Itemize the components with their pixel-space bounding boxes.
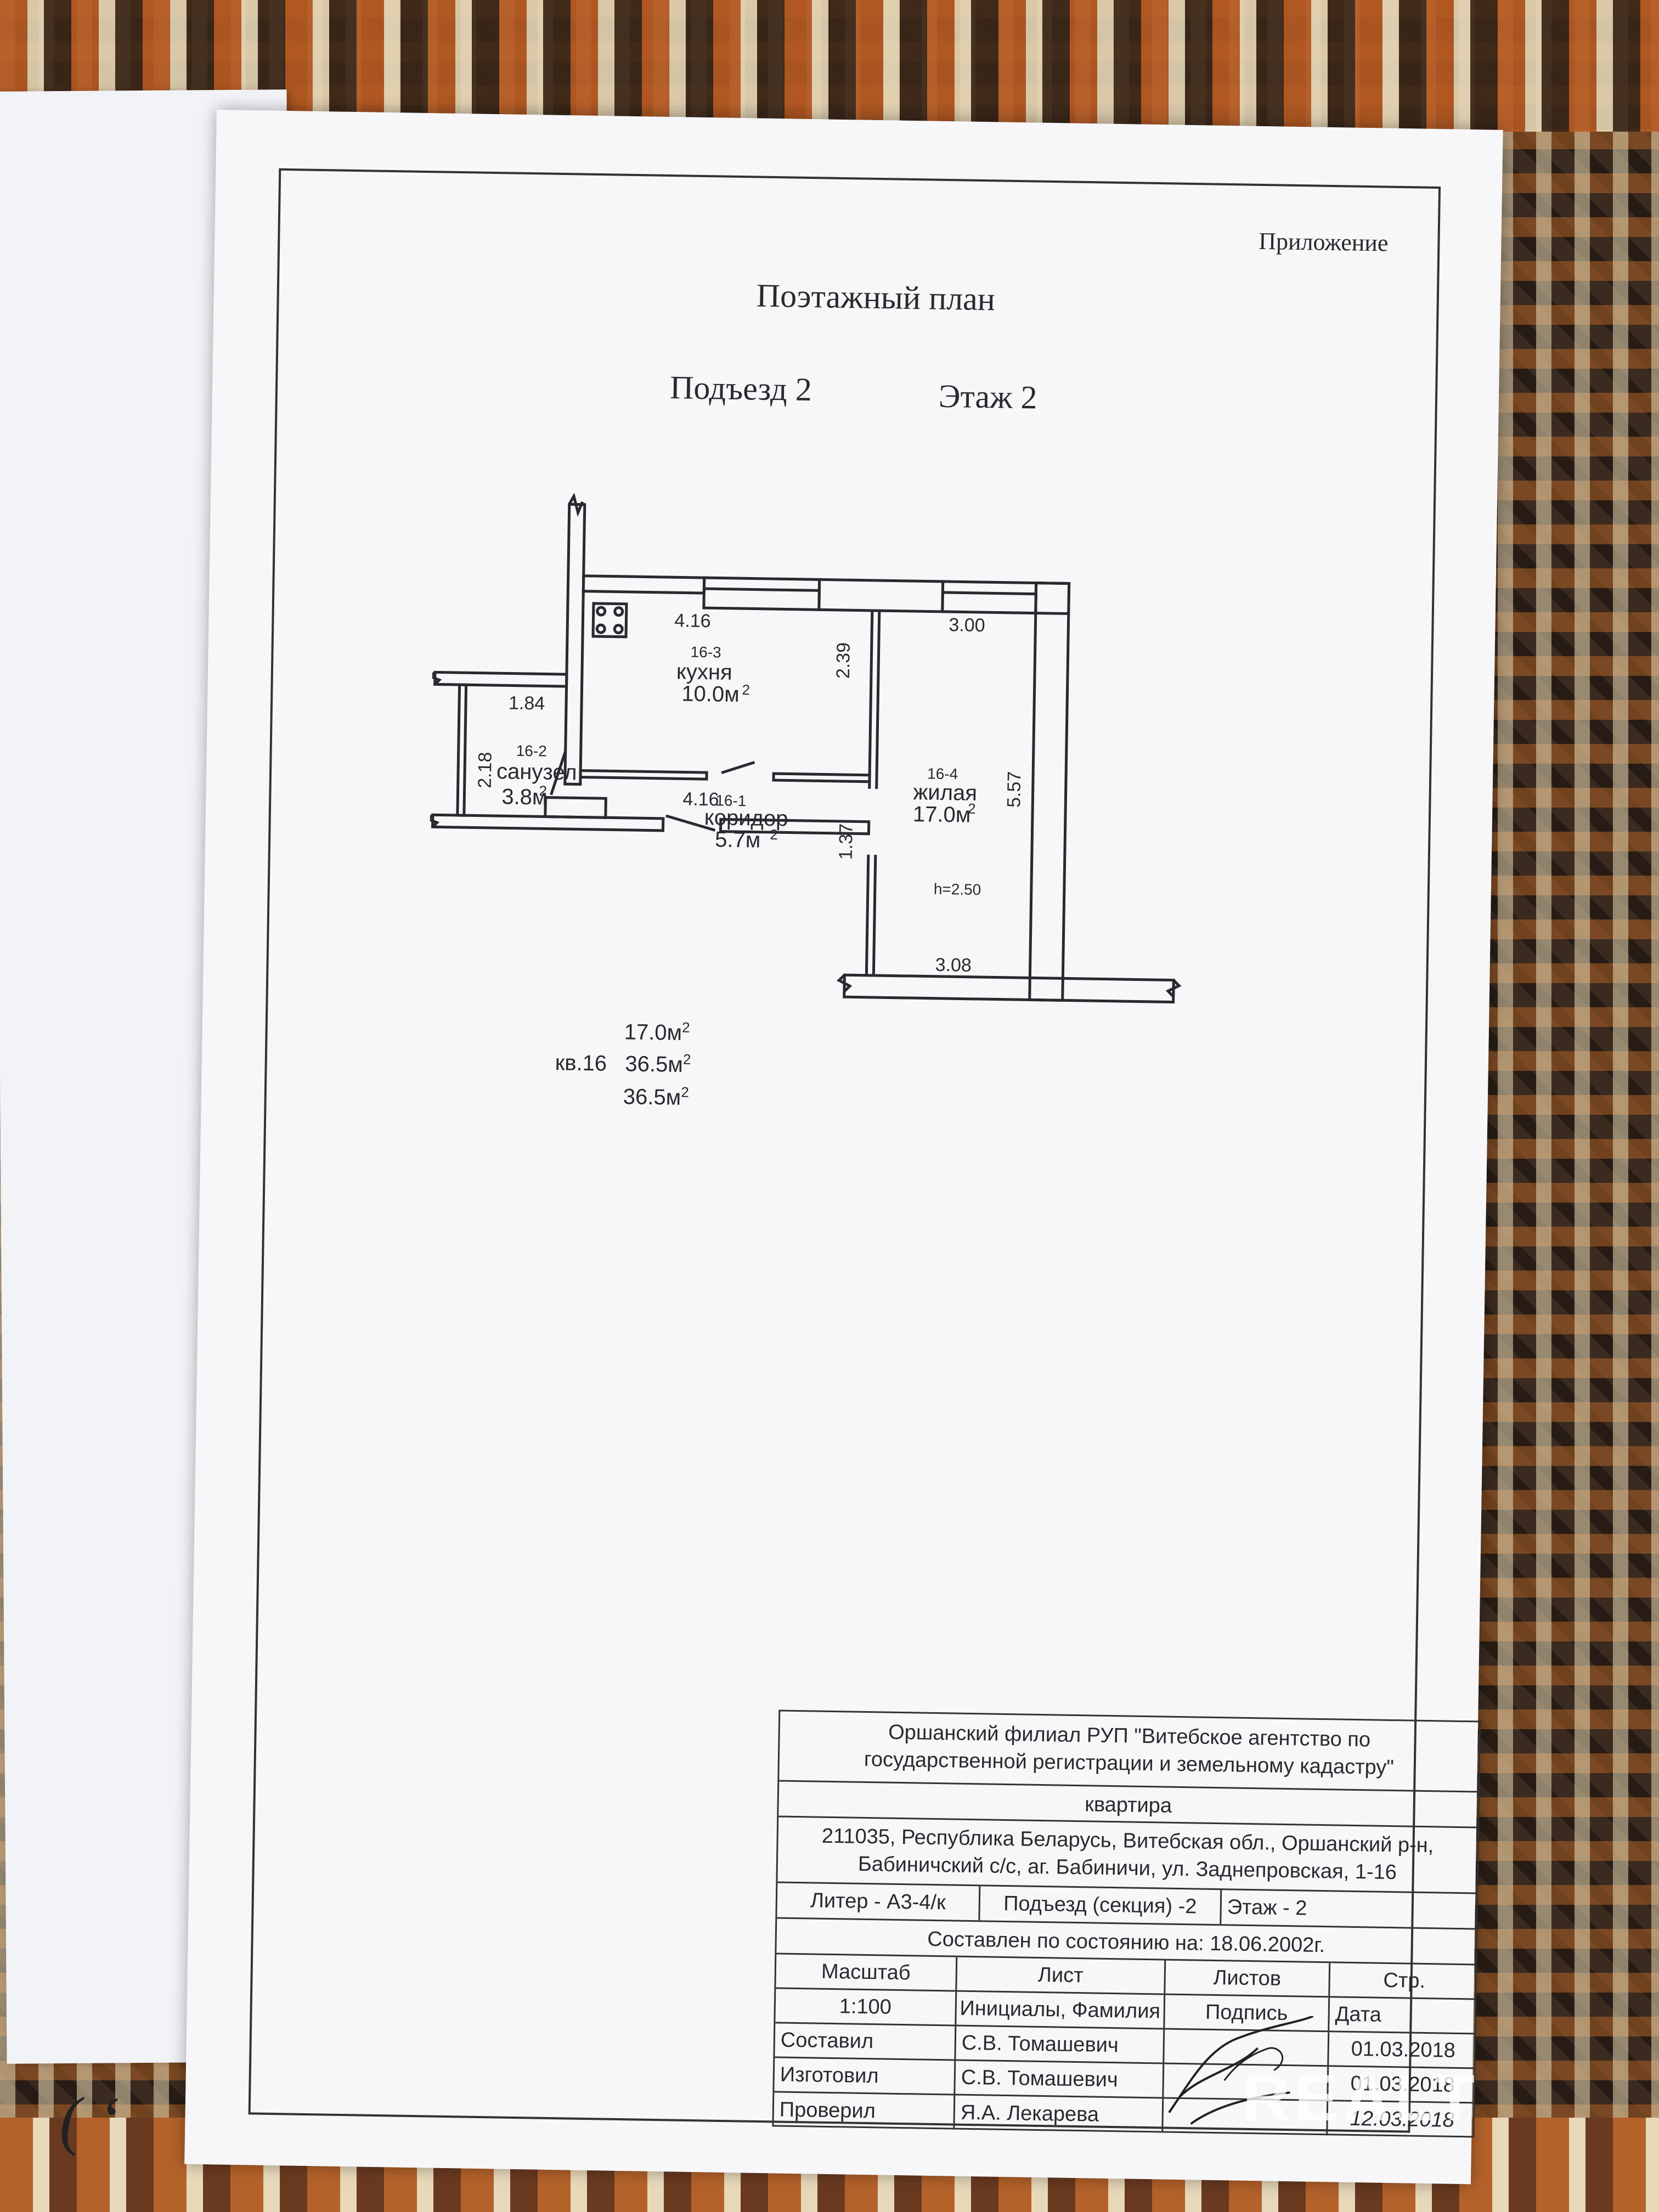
window-living bbox=[941, 580, 1038, 615]
role-made: Изготовил bbox=[774, 2058, 956, 2094]
address-row: 211035, Республика Беларусь, Витебская о… bbox=[777, 1817, 1478, 1894]
bath-area: 3.8м bbox=[501, 785, 548, 809]
floor-plan: 4.16 2.39 16-3 кухня 10.0м 2 4.16 16-1 к… bbox=[426, 492, 1182, 1004]
partition-corridor-living bbox=[872, 854, 877, 976]
wall-top-2 bbox=[817, 578, 945, 613]
door-entrance bbox=[665, 814, 716, 832]
door-bath bbox=[550, 751, 567, 795]
dim-living-top: 3.00 bbox=[949, 614, 985, 636]
document-sheet: Приложение Поэтажный план Подъезд 2 Этаж… bbox=[184, 110, 1503, 2185]
col-sheets: Листов bbox=[1165, 1960, 1331, 1996]
name-made: С.В. Томашевич bbox=[955, 2061, 1165, 2097]
handwritten-signature bbox=[1168, 2015, 1314, 2125]
bath-area-sup: 2 bbox=[539, 782, 547, 799]
living-name: жилая bbox=[913, 780, 977, 805]
window-living-line bbox=[943, 591, 1036, 596]
corridor-name: коридор bbox=[704, 805, 788, 831]
partition-kitchen-living bbox=[875, 611, 881, 789]
document-frame: Приложение Поэтажный план Подъезд 2 Этаж… bbox=[248, 168, 1441, 2133]
kitchen-name: кухня bbox=[676, 659, 732, 685]
living-area-total: 17.0м bbox=[624, 1020, 682, 1045]
wall-right bbox=[1028, 582, 1071, 1002]
wall-bottom-living bbox=[843, 973, 1175, 1004]
pen-mark: ( ‘ bbox=[59, 2083, 120, 2157]
dim-kitchen-top: 4.16 bbox=[674, 610, 711, 631]
col-scale: Масштаб bbox=[776, 1954, 958, 1990]
wall-bath-top bbox=[433, 670, 568, 688]
wall-break-bottom-left bbox=[836, 974, 853, 992]
living-id: 16-4 bbox=[927, 765, 958, 782]
total-area: 36.5м bbox=[625, 1052, 684, 1077]
living-area-sup: 2 bbox=[968, 800, 976, 817]
apartment-number: кв.16 bbox=[555, 1051, 607, 1076]
col-page: Стр. bbox=[1383, 1968, 1426, 1993]
wall-break-top bbox=[568, 492, 584, 517]
scale-value: 1:100 bbox=[775, 1989, 957, 2025]
floor-label: Этаж 2 bbox=[938, 377, 1038, 416]
watermark-logo: REALT bbox=[1243, 2061, 1480, 2135]
living-area: 17.0м bbox=[913, 802, 971, 827]
wall-top-1 bbox=[582, 574, 706, 595]
wall-break-bottom-right bbox=[1165, 979, 1182, 998]
partition-kitchen-corridor bbox=[579, 769, 708, 781]
sup: 2 bbox=[681, 1019, 690, 1036]
org-row: Оршанский филиал РУП "Витебское агентств… bbox=[779, 1711, 1480, 1793]
title-block: Оршанский филиал РУП "Витебское агентств… bbox=[772, 1709, 1481, 2138]
role-checked: Проверил bbox=[774, 2092, 956, 2130]
name-compiled: С.В. Томашевич bbox=[956, 2026, 1165, 2063]
bath-id: 16-2 bbox=[516, 742, 547, 760]
liter: Литер - А3-4/к bbox=[777, 1883, 981, 1921]
dim-corridor-side: 1.37 bbox=[836, 823, 857, 860]
date-label: Дата bbox=[1335, 2002, 1382, 2027]
appendix-label: Приложение bbox=[1258, 227, 1389, 257]
name-checked: Я.А. Лекарева bbox=[955, 2095, 1164, 2133]
section: Подъезд (секция) -2 bbox=[980, 1886, 1222, 1925]
window-kitchen bbox=[702, 576, 821, 611]
window-kitchen-line bbox=[704, 587, 820, 592]
corridor-id: 16-1 bbox=[715, 792, 747, 809]
object-type: квартира bbox=[1084, 1793, 1172, 1818]
total-area-2: 36.5м bbox=[623, 1085, 681, 1110]
wall-left-vertical bbox=[563, 503, 586, 786]
corridor-area: 5.7м bbox=[715, 827, 761, 852]
bath-fixture bbox=[544, 796, 607, 819]
dim-bath-side: 2.18 bbox=[475, 752, 496, 788]
sup: 2 bbox=[681, 1084, 690, 1101]
bath-name: санузел bbox=[496, 759, 577, 785]
sup: 2 bbox=[682, 1051, 691, 1068]
initials-label: Инициалы, Фамилия bbox=[956, 1991, 1166, 2028]
dim-living-bottom: 3.08 bbox=[935, 955, 972, 976]
wall-bath-left bbox=[456, 683, 468, 817]
kitchen-area-sup: 2 bbox=[742, 681, 750, 698]
kitchen-area: 10.0м bbox=[681, 681, 740, 707]
dim-kitchen-side: 2.39 bbox=[833, 642, 854, 679]
stove-icon bbox=[591, 602, 628, 639]
col-sheet: Лист bbox=[957, 1957, 1166, 1994]
entrance-label: Подъезд 2 bbox=[669, 369, 812, 408]
door-kitchen bbox=[721, 761, 755, 774]
wall-top-corner bbox=[1034, 582, 1071, 616]
state-date: Составлен по состоянию на: 18.06.2002г. bbox=[927, 1927, 1325, 1957]
ceiling-height: h=2.50 bbox=[934, 881, 981, 898]
dim-living-side: 5.57 bbox=[1003, 771, 1025, 808]
role-compiled: Составил bbox=[775, 2023, 957, 2059]
corridor-area-sup: 2 bbox=[770, 826, 778, 843]
dim-bath-top: 1.84 bbox=[509, 692, 545, 714]
plan-title: Поэтажный план bbox=[756, 277, 996, 318]
wall-bottom-corridor-2 bbox=[719, 818, 871, 836]
stamp-floor: Этаж - 2 bbox=[1227, 1895, 1307, 1920]
kitchen-id: 16-3 bbox=[690, 644, 721, 661]
dim-corridor-top: 4.16 bbox=[682, 788, 719, 810]
